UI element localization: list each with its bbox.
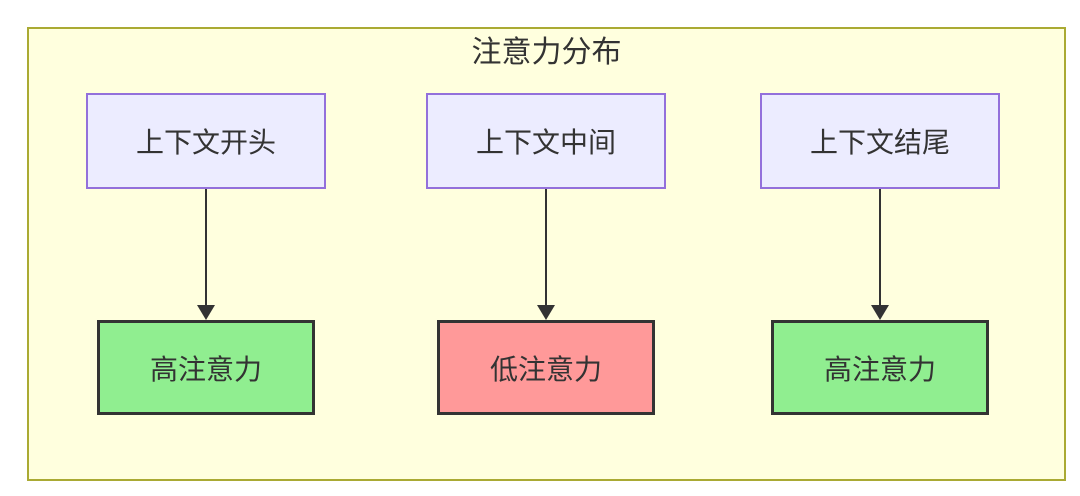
- diagram-title: 注意力分布: [471, 36, 622, 69]
- flow-column-context-start: 上下文开头 高注意力: [86, 93, 326, 415]
- arrow-down: [871, 189, 889, 320]
- source-node-label: 上下文中间: [475, 127, 616, 158]
- target-node-low-attention: 低注意力: [437, 320, 655, 415]
- diagram-container: 注意力分布 上下文开头 高注意力 上下文中间 低注意力 上下文结尾: [27, 27, 1066, 481]
- target-node-label: 高注意力: [823, 353, 936, 385]
- source-node-context-start: 上下文开头: [86, 93, 326, 189]
- arrowhead-icon: [871, 305, 889, 320]
- arrow-line: [879, 189, 881, 306]
- target-node-high-attention: 高注意力: [97, 320, 315, 415]
- target-node-label: 高注意力: [149, 353, 262, 385]
- arrow-line: [545, 189, 547, 306]
- arrowhead-icon: [537, 305, 555, 320]
- flow-column-context-middle: 上下文中间 低注意力: [426, 93, 666, 415]
- arrow-down: [537, 189, 555, 320]
- source-node-label: 上下文开头: [135, 127, 276, 158]
- source-node-context-end: 上下文结尾: [760, 93, 1000, 189]
- target-node-label: 低注意力: [489, 353, 602, 385]
- arrow-line: [205, 189, 207, 306]
- target-node-high-attention: 高注意力: [771, 320, 989, 415]
- source-node-label: 上下文结尾: [809, 127, 950, 158]
- arrowhead-icon: [197, 305, 215, 320]
- arrow-down: [197, 189, 215, 320]
- flow-column-context-end: 上下文结尾 高注意力: [760, 93, 1000, 415]
- source-node-context-middle: 上下文中间: [426, 93, 666, 189]
